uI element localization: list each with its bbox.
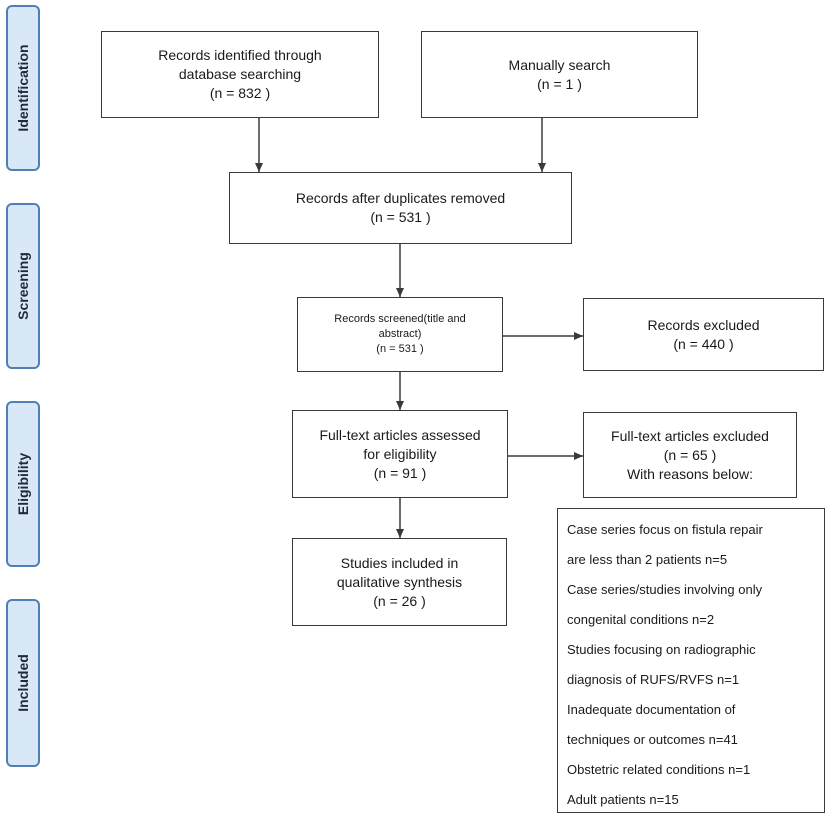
box-exclusion-reasons: Case series focus on fistula repair are … bbox=[557, 508, 825, 813]
box-records-excluded: Records excluded (n = 440 ) bbox=[583, 298, 824, 371]
box-studies-included: Studies included in qualitative synthesi… bbox=[292, 538, 507, 626]
reason-line: Case series focus on fistula repair bbox=[567, 522, 763, 537]
phase-eligibility: Eligibility bbox=[6, 401, 40, 567]
box-fulltext-excluded: Full-text articles excluded (n = 65 ) Wi… bbox=[583, 412, 797, 498]
reason-line: diagnosis of RUFS/RVFS n=1 bbox=[567, 672, 740, 687]
reason-line: Inadequate documentation of bbox=[567, 702, 736, 717]
reason-line: techniques or outcomes n=41 bbox=[567, 732, 738, 747]
box-records-screened: Records screened(title and abstract) (n … bbox=[297, 297, 503, 372]
phase-included: Included bbox=[6, 599, 40, 767]
phase-screening: Screening bbox=[6, 203, 40, 369]
reason-line: Case series/studies involving only bbox=[567, 582, 763, 597]
box-fulltext-assessed: Full-text articles assessed for eligibil… bbox=[292, 410, 508, 498]
reason-line: Adult patients n=15 bbox=[567, 792, 679, 807]
phase-identification: Identification bbox=[6, 5, 40, 171]
box-after-duplicates: Records after duplicates removed (n = 53… bbox=[229, 172, 572, 244]
box-records-identified: Records identified through database sear… bbox=[101, 31, 379, 118]
box-manual-search: Manually search (n = 1 ) bbox=[421, 31, 698, 118]
reason-line: are less than 2 patients n=5 bbox=[567, 552, 728, 567]
reason-line: congenital conditions n=2 bbox=[567, 612, 715, 627]
reason-line: Studies focusing on radiographic bbox=[567, 642, 756, 657]
reason-line: Obstetric related conditions n=1 bbox=[567, 762, 751, 777]
